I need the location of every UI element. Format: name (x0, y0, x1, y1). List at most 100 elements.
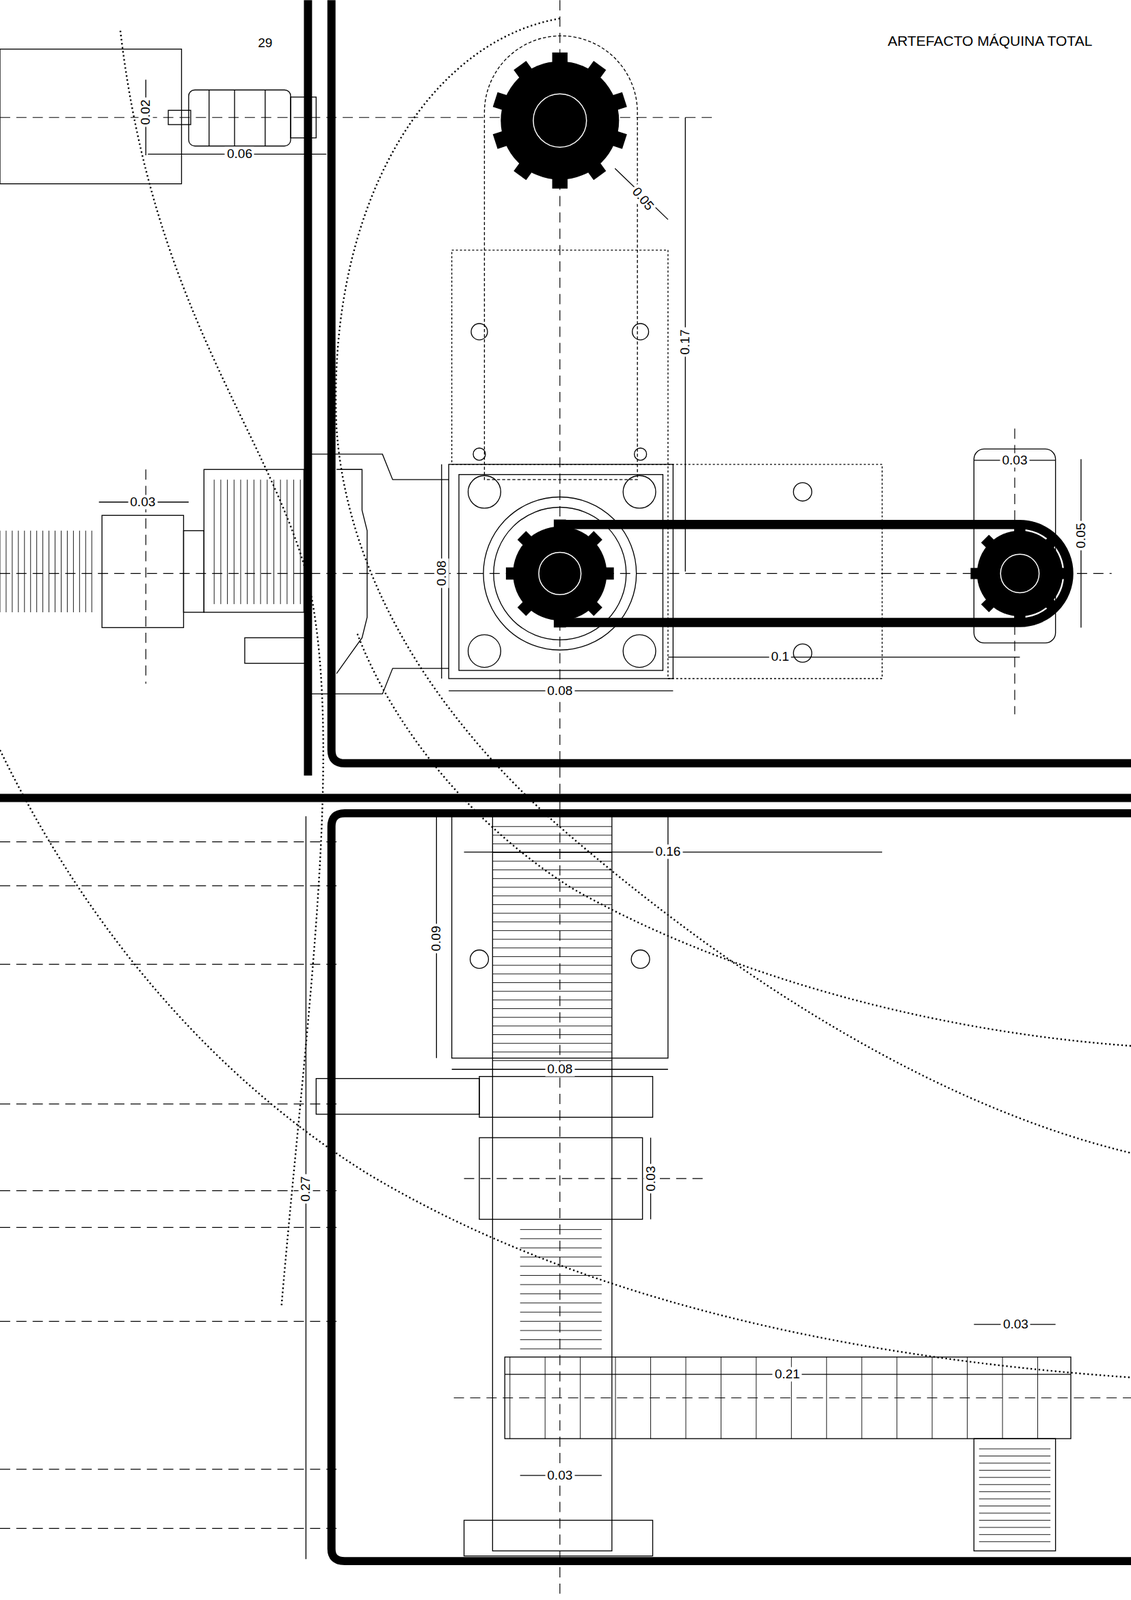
spring-rib (11, 530, 13, 612)
spring-rib (492, 826, 612, 827)
dimension: 0.09 (429, 923, 444, 954)
page-number: 29 (255, 35, 275, 50)
swing-arcs (0, 18, 1131, 1378)
dimension: 0.17 (678, 326, 693, 357)
spring-rib (979, 1461, 1051, 1463)
spring-rib (520, 1247, 602, 1248)
dimension: 0.16 (653, 844, 683, 859)
spring-rib (492, 869, 612, 870)
spring-rib (492, 929, 612, 931)
frame (0, 0, 1131, 1561)
gear (506, 519, 615, 628)
spring-rib (300, 479, 301, 604)
spring-rib (30, 530, 31, 612)
spring-rib (85, 530, 87, 612)
spring-rib (979, 1469, 1051, 1471)
spring-rib (492, 852, 612, 853)
sheet-title: ARTEFACTO MÁQUINA TOTAL (887, 32, 1093, 50)
spring-rib (492, 1025, 612, 1026)
parts (0, 35, 1082, 1559)
spring-rib (91, 530, 93, 612)
spring-rib (492, 1033, 612, 1035)
spring-rib (492, 1007, 612, 1009)
spring-rib (509, 1356, 511, 1439)
gear (970, 523, 1069, 623)
spring-rib (979, 1505, 1051, 1506)
spring-rib (979, 1490, 1051, 1492)
spring-rib (240, 479, 241, 604)
spring-rib (979, 1483, 1051, 1485)
dimension: 0.03 (544, 1467, 575, 1482)
dimension: 0.06 (224, 147, 255, 162)
spring-rib (520, 1338, 602, 1340)
spring-rib (492, 999, 612, 1000)
spring-rib (979, 1476, 1051, 1478)
spring-rib (492, 1059, 612, 1061)
spring-rib (492, 1042, 612, 1044)
spring-rib (227, 479, 228, 604)
spring-rib (1002, 1356, 1004, 1439)
spring-rib (253, 479, 255, 604)
dimension: 0.27 (298, 1173, 314, 1203)
spring-rib (826, 1356, 827, 1439)
spring-rib (492, 947, 612, 948)
spring-rib (520, 1228, 602, 1230)
spring-rib (17, 530, 19, 612)
spring-rib (492, 921, 612, 922)
spring-rib (492, 895, 612, 896)
spring-rib (979, 1455, 1051, 1456)
spring-rib (36, 530, 37, 612)
spring-rib (979, 1533, 1051, 1535)
spring-rib (246, 479, 248, 604)
spring-rib (520, 1256, 602, 1257)
spring-rib (520, 1311, 602, 1313)
spring-rib (979, 1498, 1051, 1499)
dimension: 0.05 (1073, 521, 1088, 551)
spring-rib (979, 1540, 1051, 1542)
dimension: 0.03 (127, 494, 158, 509)
spring-rib (492, 955, 612, 957)
dimension: 0.08 (544, 1061, 575, 1077)
spring-rib (520, 1293, 602, 1294)
spring-rib (54, 530, 56, 612)
spring-rib (685, 1356, 686, 1439)
spring-rib (492, 843, 612, 844)
spring-rib (286, 479, 288, 604)
spring-rib (520, 1283, 602, 1285)
dimension: 0.1 (769, 649, 792, 664)
spring-rib (492, 990, 612, 992)
spring-rib (492, 1016, 612, 1018)
dimension: 0.08 (434, 558, 449, 589)
spring-rib (492, 938, 612, 940)
dimension: 0.03 (643, 1163, 658, 1193)
spring-rib (492, 886, 612, 888)
spring-rib (896, 1356, 898, 1439)
spring-rib (492, 964, 612, 966)
spring-rib (293, 479, 295, 604)
spring-rib (979, 1519, 1051, 1521)
spring-rib (520, 1329, 602, 1331)
spring-rib (5, 530, 7, 612)
spring-rib (79, 530, 81, 612)
spring-rib (260, 479, 262, 604)
spring-rib (1037, 1356, 1039, 1439)
spring-rib (720, 1356, 722, 1439)
spring-rib (544, 1356, 546, 1439)
spring-rib (48, 530, 50, 612)
spring-rib (755, 1356, 757, 1439)
spring-rib (520, 1265, 602, 1267)
spring-rib (266, 479, 268, 604)
spring-rib (233, 479, 235, 604)
spring-rib (615, 1356, 617, 1439)
spring-rib (42, 530, 44, 612)
spring-rib (520, 1347, 602, 1349)
dimension: 0.05 (627, 183, 658, 215)
spring-rib (579, 1356, 581, 1439)
dimension: 0.21 (772, 1366, 803, 1382)
spring-rib (60, 530, 62, 612)
spring-rib (280, 479, 282, 604)
spring-rib (273, 479, 275, 604)
spring-rib (932, 1356, 933, 1439)
